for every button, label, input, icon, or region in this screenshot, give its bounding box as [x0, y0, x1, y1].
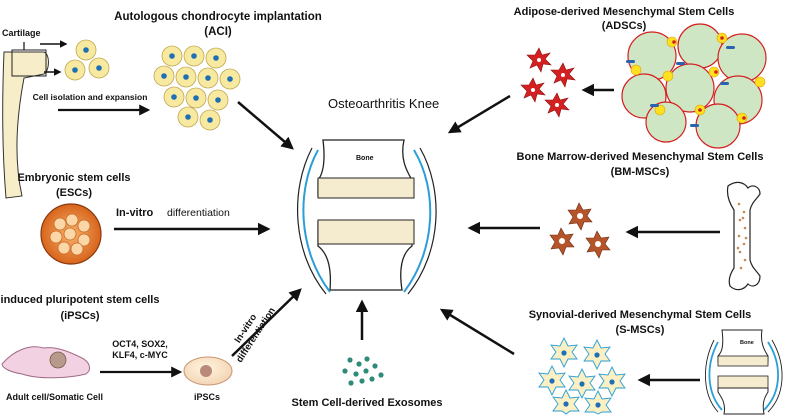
- cartilage-tissue: [2, 51, 49, 199]
- ipsc-title: induced pluripotent stem cells: [1, 294, 160, 306]
- esc-title-abbr: (ESCs): [56, 187, 92, 199]
- ipsc-cell-label: iPSCs: [194, 392, 220, 402]
- aci-title-abbr: (ACI): [204, 26, 232, 38]
- somatic-label: Adult cell/Somatic Cell: [6, 392, 103, 402]
- smsc-title: Synovial-derived Mesenchymal Stem Cells: [529, 309, 752, 321]
- esc-title: Embryonic stem cells: [17, 172, 130, 184]
- reprogramming-factors-2: KLF4, c-MYC: [112, 350, 168, 360]
- upper-cartilage: [317, 177, 415, 199]
- adsc-title-abbr: (ADSCs): [602, 20, 647, 32]
- bmmsc-cells: [549, 202, 611, 259]
- nucleus: [83, 47, 89, 53]
- smsc-panel: Synovial-derived Mesenchymal Stem Cells …: [439, 308, 783, 415]
- aci-panel: Autologous chondrocyte implantation (ACI…: [2, 11, 322, 199]
- nucleus: [96, 65, 102, 71]
- capsule-outline-left: [297, 147, 327, 295]
- ipsc-nucleus: [200, 365, 212, 377]
- ipsc-panel: induced pluripotent stem cells (iPSCs) A…: [1, 288, 302, 402]
- mini-knee: Bone: [705, 329, 783, 415]
- knee-joint: Osteoarthritis Knee Bone: [297, 96, 439, 295]
- reprogramming-factors: OCT4, SOX2,: [112, 339, 168, 349]
- adsc-title: Adipose-derived Mesenchymal Stem Cells: [514, 6, 735, 18]
- chondrocyte-group-expanded: [153, 45, 241, 131]
- synovial-capsule-left: [302, 149, 331, 293]
- bmmsc-title: Bone Marrow-derived Mesenchymal Stem Cel…: [517, 151, 764, 163]
- long-bone: [726, 181, 761, 291]
- esc-inner-cells: [49, 213, 91, 256]
- aci-to-knee-arrow: [237, 101, 294, 150]
- bone-marrow-dots: [736, 202, 748, 270]
- somatic-cell: [1, 346, 90, 379]
- center-title: Osteoarthritis Knee: [328, 96, 439, 111]
- ipsc-to-knee-arrow: [231, 288, 302, 357]
- adipose-tissue: [621, 23, 767, 149]
- bone-label: Bone: [356, 155, 374, 162]
- adsc-panel: Adipose-derived Mesenchymal Stem Cells (…: [447, 6, 767, 149]
- smsc-title-abbr: (S-MSCs): [616, 324, 665, 336]
- nucleus: [72, 67, 78, 73]
- esc-arrow-label-bold: In-vitro: [116, 207, 154, 219]
- exosome-label: Stem Cell-derived Exosomes: [291, 397, 442, 409]
- bmmsc-title-abbr: (BM-MSCs): [611, 166, 670, 178]
- esc-panel: Embryonic stem cells (ESCs) In-vitro dif…: [17, 172, 271, 265]
- bmmsc-panel: Bone Marrow-derived Mesenchymal Stem Cel…: [467, 151, 764, 291]
- somatic-nucleus: [49, 351, 67, 369]
- aci-step-label: Cell isolation and expansion: [33, 92, 148, 102]
- ipsc-title-abbr: (iPSCs): [60, 310, 99, 322]
- capsule-outline-right: [407, 147, 437, 295]
- exosome-particles: [342, 356, 384, 386]
- synovial-capsule-right: [403, 149, 432, 293]
- esc-arrow-label: differentiation: [167, 207, 230, 219]
- lower-cartilage: [317, 219, 415, 245]
- aci-title: Autologous chondrocyte implantation: [114, 11, 322, 23]
- smsc-cells: [538, 336, 626, 415]
- biopsy-box: [11, 49, 47, 77]
- exosome-panel: Stem Cell-derived Exosomes: [291, 299, 443, 409]
- chondrocyte-group-small: [64, 39, 110, 81]
- adsc-to-knee-arrow: [447, 94, 511, 134]
- mini-bone-label: Bone: [740, 340, 754, 346]
- adsc-cells: [520, 47, 576, 118]
- smsc-to-knee-arrow: [439, 308, 515, 356]
- cartilage-label: Cartilage: [2, 28, 41, 38]
